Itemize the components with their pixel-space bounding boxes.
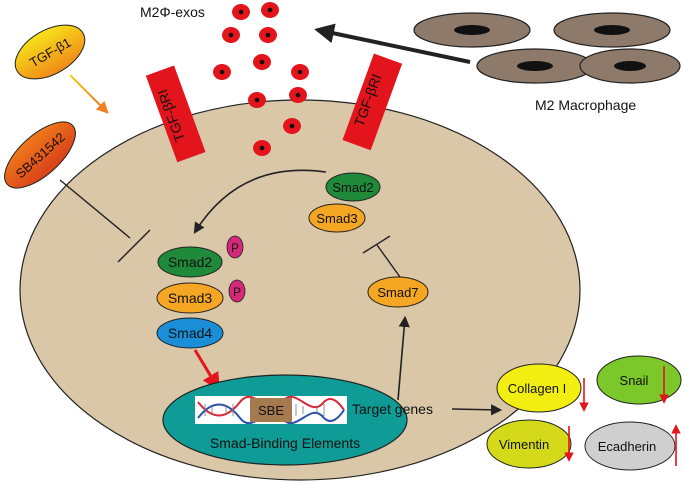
exosome: [291, 64, 309, 80]
svg-text:Smad2: Smad2: [332, 180, 373, 195]
exosome: [283, 118, 301, 134]
phospho-badge-2: P: [228, 279, 246, 303]
target-genes-arrow: [451, 404, 503, 416]
smad2-cyto: Smad2: [325, 172, 381, 202]
secretion-arrow: [314, 23, 471, 64]
smad7-inhibition-line: [376, 244, 401, 278]
svg-text:Ecadherin: Ecadherin: [598, 439, 657, 454]
collagen-node: Collagen I: [496, 363, 589, 413]
macrophage-cell: [553, 12, 671, 48]
exosome: [289, 87, 307, 103]
target-genes-label: Target genes: [352, 401, 433, 417]
tgf-arrow: [69, 74, 109, 114]
smad7-induction-line: [397, 315, 410, 401]
smad3-phospho: Smad3: [156, 282, 224, 314]
svg-text:Smad7: Smad7: [377, 285, 418, 300]
svg-text:P: P: [233, 285, 241, 299]
svg-text:Collagen I: Collagen I: [508, 381, 567, 396]
smad2-phospho: Smad2: [157, 246, 223, 278]
svg-text:P: P: [231, 241, 239, 255]
sbe-label: SBE: [258, 403, 284, 418]
svg-text:Snail: Snail: [620, 373, 649, 388]
svg-text:Smad4: Smad4: [168, 325, 213, 341]
exosome: [253, 54, 271, 70]
snail-node: Snail: [596, 355, 682, 405]
phosphorylation-arrow: [193, 169, 327, 234]
svg-text:Smad3: Smad3: [316, 211, 357, 226]
dna-strip: SBE: [195, 395, 347, 425]
nuclear-translocation-arrow: [193, 349, 220, 392]
exosome: [213, 64, 231, 80]
smad7: Smad7: [367, 276, 429, 308]
vimentin-node: Vimentin: [486, 419, 574, 469]
receptor-left: TGF-βRI: [145, 65, 206, 163]
inhibition-bar: [117, 229, 151, 263]
exosome: [248, 92, 266, 108]
exosome: [222, 27, 240, 43]
macrophage-cell: [579, 48, 681, 84]
phospho-badge-1: P: [226, 235, 244, 259]
macrophage-cell: [476, 48, 594, 84]
exosome: [253, 140, 271, 156]
macrophage-label: M2 Macrophage: [535, 97, 636, 113]
svg-text:Vimentin: Vimentin: [499, 437, 549, 452]
tgf-beta1-node: TGF-β1: [14, 24, 86, 80]
svg-text:Smad2: Smad2: [168, 254, 213, 270]
exos-label: M2Φ-exos: [140, 4, 205, 20]
smad3-cyto: Smad3: [308, 203, 366, 233]
exosome: [261, 2, 279, 18]
macrophage-cell: [413, 12, 531, 48]
inhibition-line: [59, 179, 131, 239]
macrophages: [413, 12, 681, 84]
exosomes: [213, 2, 309, 156]
smad7-inhibition-bar: [362, 235, 391, 254]
svg-text:Smad3: Smad3: [168, 290, 213, 306]
sbe-full-label: Smad-Binding Elements: [210, 435, 360, 451]
sbe-box: [250, 398, 292, 422]
ecadherin-node: Ecadherin: [584, 421, 681, 471]
exosome: [259, 27, 277, 43]
smad4: Smad4: [156, 317, 224, 349]
exosome: [232, 4, 250, 20]
